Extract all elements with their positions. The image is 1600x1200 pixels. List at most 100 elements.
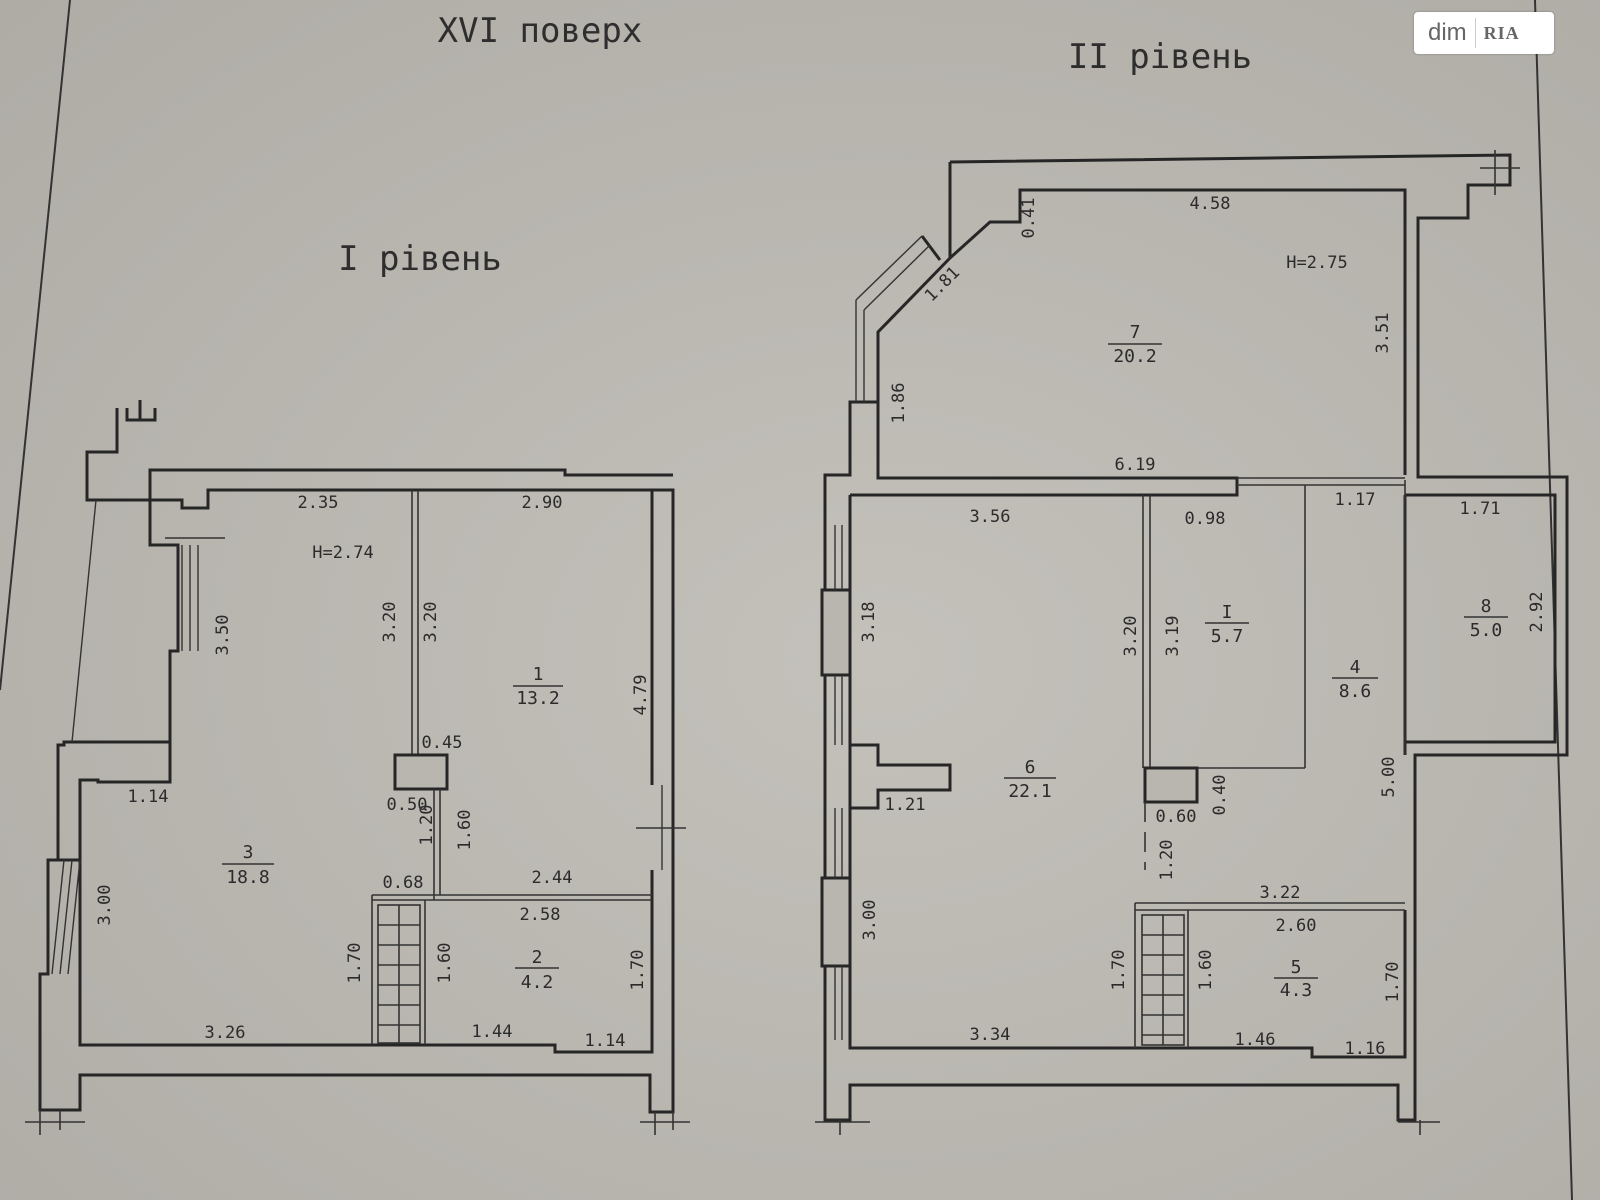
level2-tick-left xyxy=(815,1120,870,1135)
level1-column xyxy=(393,753,449,791)
svg-text:5.7: 5.7 xyxy=(1211,626,1244,647)
dim-label: 3.00 xyxy=(860,900,880,941)
svg-text:20.2: 20.2 xyxy=(1113,346,1156,367)
svg-text:5: 5 xyxy=(1291,957,1302,978)
dim-label: 3.19 xyxy=(1163,616,1183,657)
room-label: I 5.7 xyxy=(1205,602,1249,647)
level1-tick-left xyxy=(25,1110,85,1135)
level1-plan: 2.35 2.90 3.50 3.20 3.20 4.79 0.45 0.50 … xyxy=(25,400,690,1135)
dim-label: 1.60 xyxy=(455,810,475,851)
level2-wall-stub xyxy=(850,743,952,810)
dim-label: 1.20 xyxy=(1157,840,1177,881)
dim-label: 1.60 xyxy=(1196,950,1216,991)
dim-label: 4.79 xyxy=(631,675,651,716)
svg-text:3: 3 xyxy=(243,842,254,863)
dim-label: 3.20 xyxy=(380,602,400,643)
level1-top-stub xyxy=(125,400,157,422)
dim-label: 1.71 xyxy=(1460,499,1501,519)
room-label: 3 18.8 xyxy=(222,842,274,888)
dim-label: 2.35 xyxy=(298,493,339,513)
svg-text:4: 4 xyxy=(1350,657,1361,678)
dim-label: 3.56 xyxy=(970,507,1011,527)
floor-title: XVI поверх xyxy=(438,11,643,51)
dim-label: 1.86 xyxy=(889,383,909,424)
dim-label: 3.20 xyxy=(1121,616,1141,657)
dim-label: 1.20 xyxy=(417,805,437,846)
dim-label: 2.58 xyxy=(520,905,561,925)
level2-stair xyxy=(1141,914,1185,1046)
dim-label: 1.44 xyxy=(472,1022,513,1042)
level1-window-bottomleft xyxy=(51,859,81,975)
level2-outer-wall xyxy=(823,153,1569,1122)
svg-text:8.6: 8.6 xyxy=(1339,681,1372,702)
dim-label: 0.98 xyxy=(1185,509,1226,529)
dim-label: 3.20 xyxy=(421,602,441,643)
dim-label: 2.92 xyxy=(1527,592,1547,633)
room-label: 7 20.2 xyxy=(1108,322,1162,367)
level2-upper-room xyxy=(876,162,1407,475)
dim-label: 6.19 xyxy=(1115,455,1156,475)
svg-text:1: 1 xyxy=(533,664,544,685)
room-label: 2 4.2 xyxy=(515,947,559,993)
dim-label: 3.34 xyxy=(970,1025,1011,1045)
dim-label: 2.60 xyxy=(1276,916,1317,936)
dim-label: 0.41 xyxy=(1019,198,1039,239)
level2-angled-wall-1 xyxy=(855,235,923,301)
dim-label: 0.60 xyxy=(1156,807,1197,827)
height-note: H=2.74 xyxy=(312,543,373,563)
room-label: 6 22.1 xyxy=(1004,757,1056,802)
level2-title: II рівень xyxy=(1068,37,1252,77)
dim-label: 2.90 xyxy=(522,493,563,513)
svg-text:22.1: 22.1 xyxy=(1008,781,1051,802)
dim-label: 1.14 xyxy=(128,787,169,807)
svg-text:18.8: 18.8 xyxy=(226,867,269,888)
dim-label: 3.50 xyxy=(213,615,233,656)
level1-title: I рівень xyxy=(338,239,502,279)
dim-label: 0.40 xyxy=(1210,775,1230,816)
dim-label: 0.68 xyxy=(383,873,424,893)
level2-windows-left xyxy=(820,525,852,1040)
dim-label: 1.70 xyxy=(345,943,365,984)
dim-label: 2.44 xyxy=(532,868,573,888)
dim-label: 1.16 xyxy=(1345,1039,1386,1059)
svg-text:I: I xyxy=(1222,602,1233,623)
dim-label: 3.18 xyxy=(859,602,879,643)
watermark-left: dim xyxy=(1428,19,1467,46)
level1-stair xyxy=(377,904,421,1044)
svg-text:4.3: 4.3 xyxy=(1280,980,1313,1001)
level1-tick-right xyxy=(640,1112,690,1135)
level2-column xyxy=(1143,766,1199,804)
dim-label: 3.51 xyxy=(1373,313,1393,354)
level2-tick-right xyxy=(1398,1120,1440,1135)
level2-plan: 0.41 4.58 1.81 1.86 3.51 6.19 3.56 0.98 … xyxy=(815,150,1569,1135)
dim-label: 1.17 xyxy=(1335,490,1376,510)
dim-label: 0.50 xyxy=(387,795,428,815)
svg-text:6: 6 xyxy=(1025,757,1036,778)
level1-window-left xyxy=(165,537,225,651)
room-label: 4 8.6 xyxy=(1332,657,1378,702)
dim-label: 1.46 xyxy=(1235,1030,1276,1050)
dim-label: 3.26 xyxy=(205,1023,246,1043)
level1-balcony-line xyxy=(71,499,97,743)
sheet-border-left xyxy=(0,0,71,691)
watermark-divider xyxy=(1474,18,1476,48)
level2-angled-wall-2 xyxy=(863,244,931,311)
room-label: 8 5.0 xyxy=(1464,596,1508,641)
dim-label: 1.60 xyxy=(435,943,455,984)
svg-text:5.0: 5.0 xyxy=(1470,620,1503,641)
level1-window-right xyxy=(636,785,686,870)
watermark-badge: dim RIA xyxy=(1414,12,1554,54)
level2-tick-top xyxy=(1480,150,1520,195)
svg-text:7: 7 xyxy=(1130,322,1141,343)
room-label: 1 13.2 xyxy=(513,664,563,709)
svg-text:8: 8 xyxy=(1481,596,1492,617)
dim-label: 0.45 xyxy=(422,733,463,753)
dim-label: 3.22 xyxy=(1260,883,1301,903)
room-label: 5 4.3 xyxy=(1274,957,1318,1001)
svg-text:2: 2 xyxy=(532,947,543,968)
dim-label: 1.70 xyxy=(1383,962,1403,1003)
level1-outer-wall xyxy=(38,408,675,1114)
svg-text:13.2: 13.2 xyxy=(516,688,559,709)
